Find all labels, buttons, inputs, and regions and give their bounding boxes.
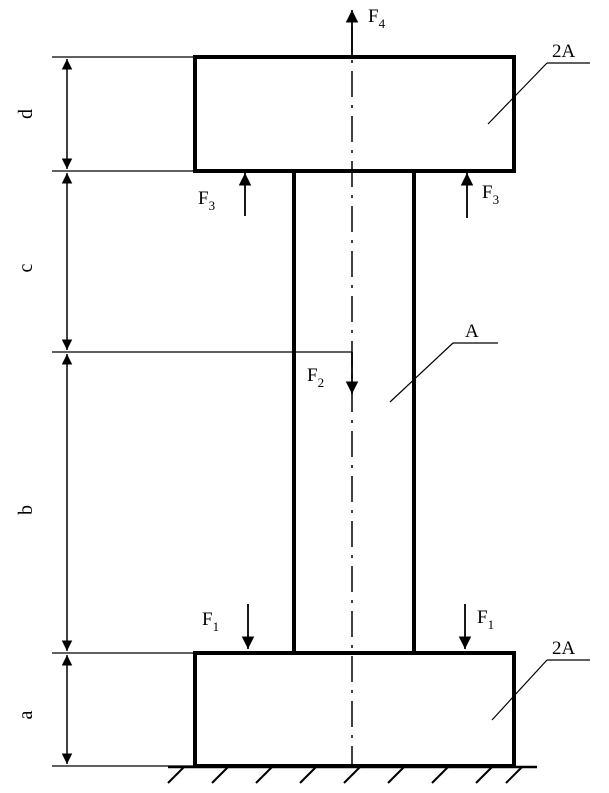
top-section bbox=[193, 55, 516, 173]
dim-b-label: b bbox=[15, 505, 37, 515]
dim-c-label: c bbox=[15, 263, 37, 272]
dim-a-label: a bbox=[15, 710, 37, 719]
area-leaders bbox=[389, 62, 590, 721]
area-middle-label: A bbox=[465, 321, 479, 342]
f3-right-label: F3 bbox=[482, 182, 499, 207]
area-top-label: 2A bbox=[552, 41, 576, 62]
f1-right-label: F1 bbox=[477, 607, 494, 632]
extension-lines bbox=[52, 56, 352, 767]
force-arrows bbox=[238, 10, 474, 649]
bottom-section bbox=[193, 651, 516, 768]
f2-label: F2 bbox=[307, 365, 324, 390]
f3-left-label: F3 bbox=[198, 188, 215, 213]
f4-label: F4 bbox=[368, 6, 386, 31]
f1-left-label: F1 bbox=[202, 609, 219, 634]
dim-d-label: d bbox=[15, 109, 37, 119]
area-bottom-label: 2A bbox=[552, 638, 576, 659]
ground-support bbox=[167, 765, 537, 784]
middle-section bbox=[292, 169, 416, 655]
